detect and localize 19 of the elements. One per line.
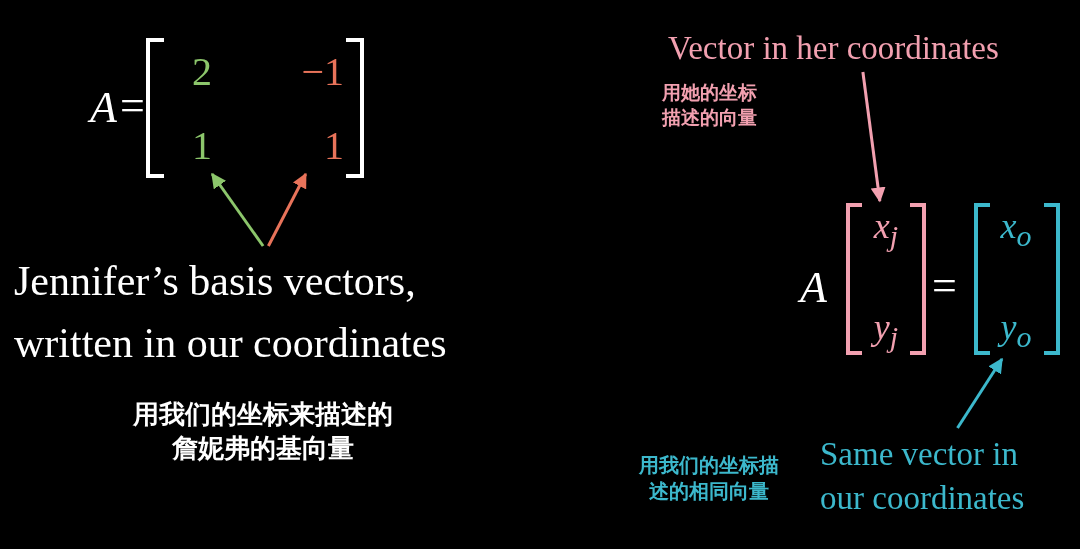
matrix-entry: 1 [192,122,212,170]
subtitle: 用我们的坐标描述的相同向量 [638,452,780,504]
matrix-entry: x$_{o}$ [1000,205,1032,255]
arrow [210,172,265,247]
equals-sign: = [932,264,957,308]
equals-sign: = [120,84,145,128]
caption-text: Same vector in our coordinates [820,435,1026,518]
arrow [267,172,308,247]
caption-text: Vector in her coordinates [668,29,1000,68]
subtitle: 用我们的坐标来描述的詹妮弗的基向量 [131,398,394,465]
matrix-entry: x$_{j}$ [873,205,899,255]
matrix-entry: 1 [324,122,344,170]
matrix-entry: 2 [192,48,212,96]
subtitle: 用她的坐标描述的向量 [662,80,758,130]
matrix-entry: y$_{j}$ [873,305,899,355]
caption-text: Jennifer’s basis vectors, written in our coordinates [14,257,448,368]
arrow [861,71,886,203]
matrix-entry: −1 [301,48,344,96]
arrow [956,357,1004,429]
